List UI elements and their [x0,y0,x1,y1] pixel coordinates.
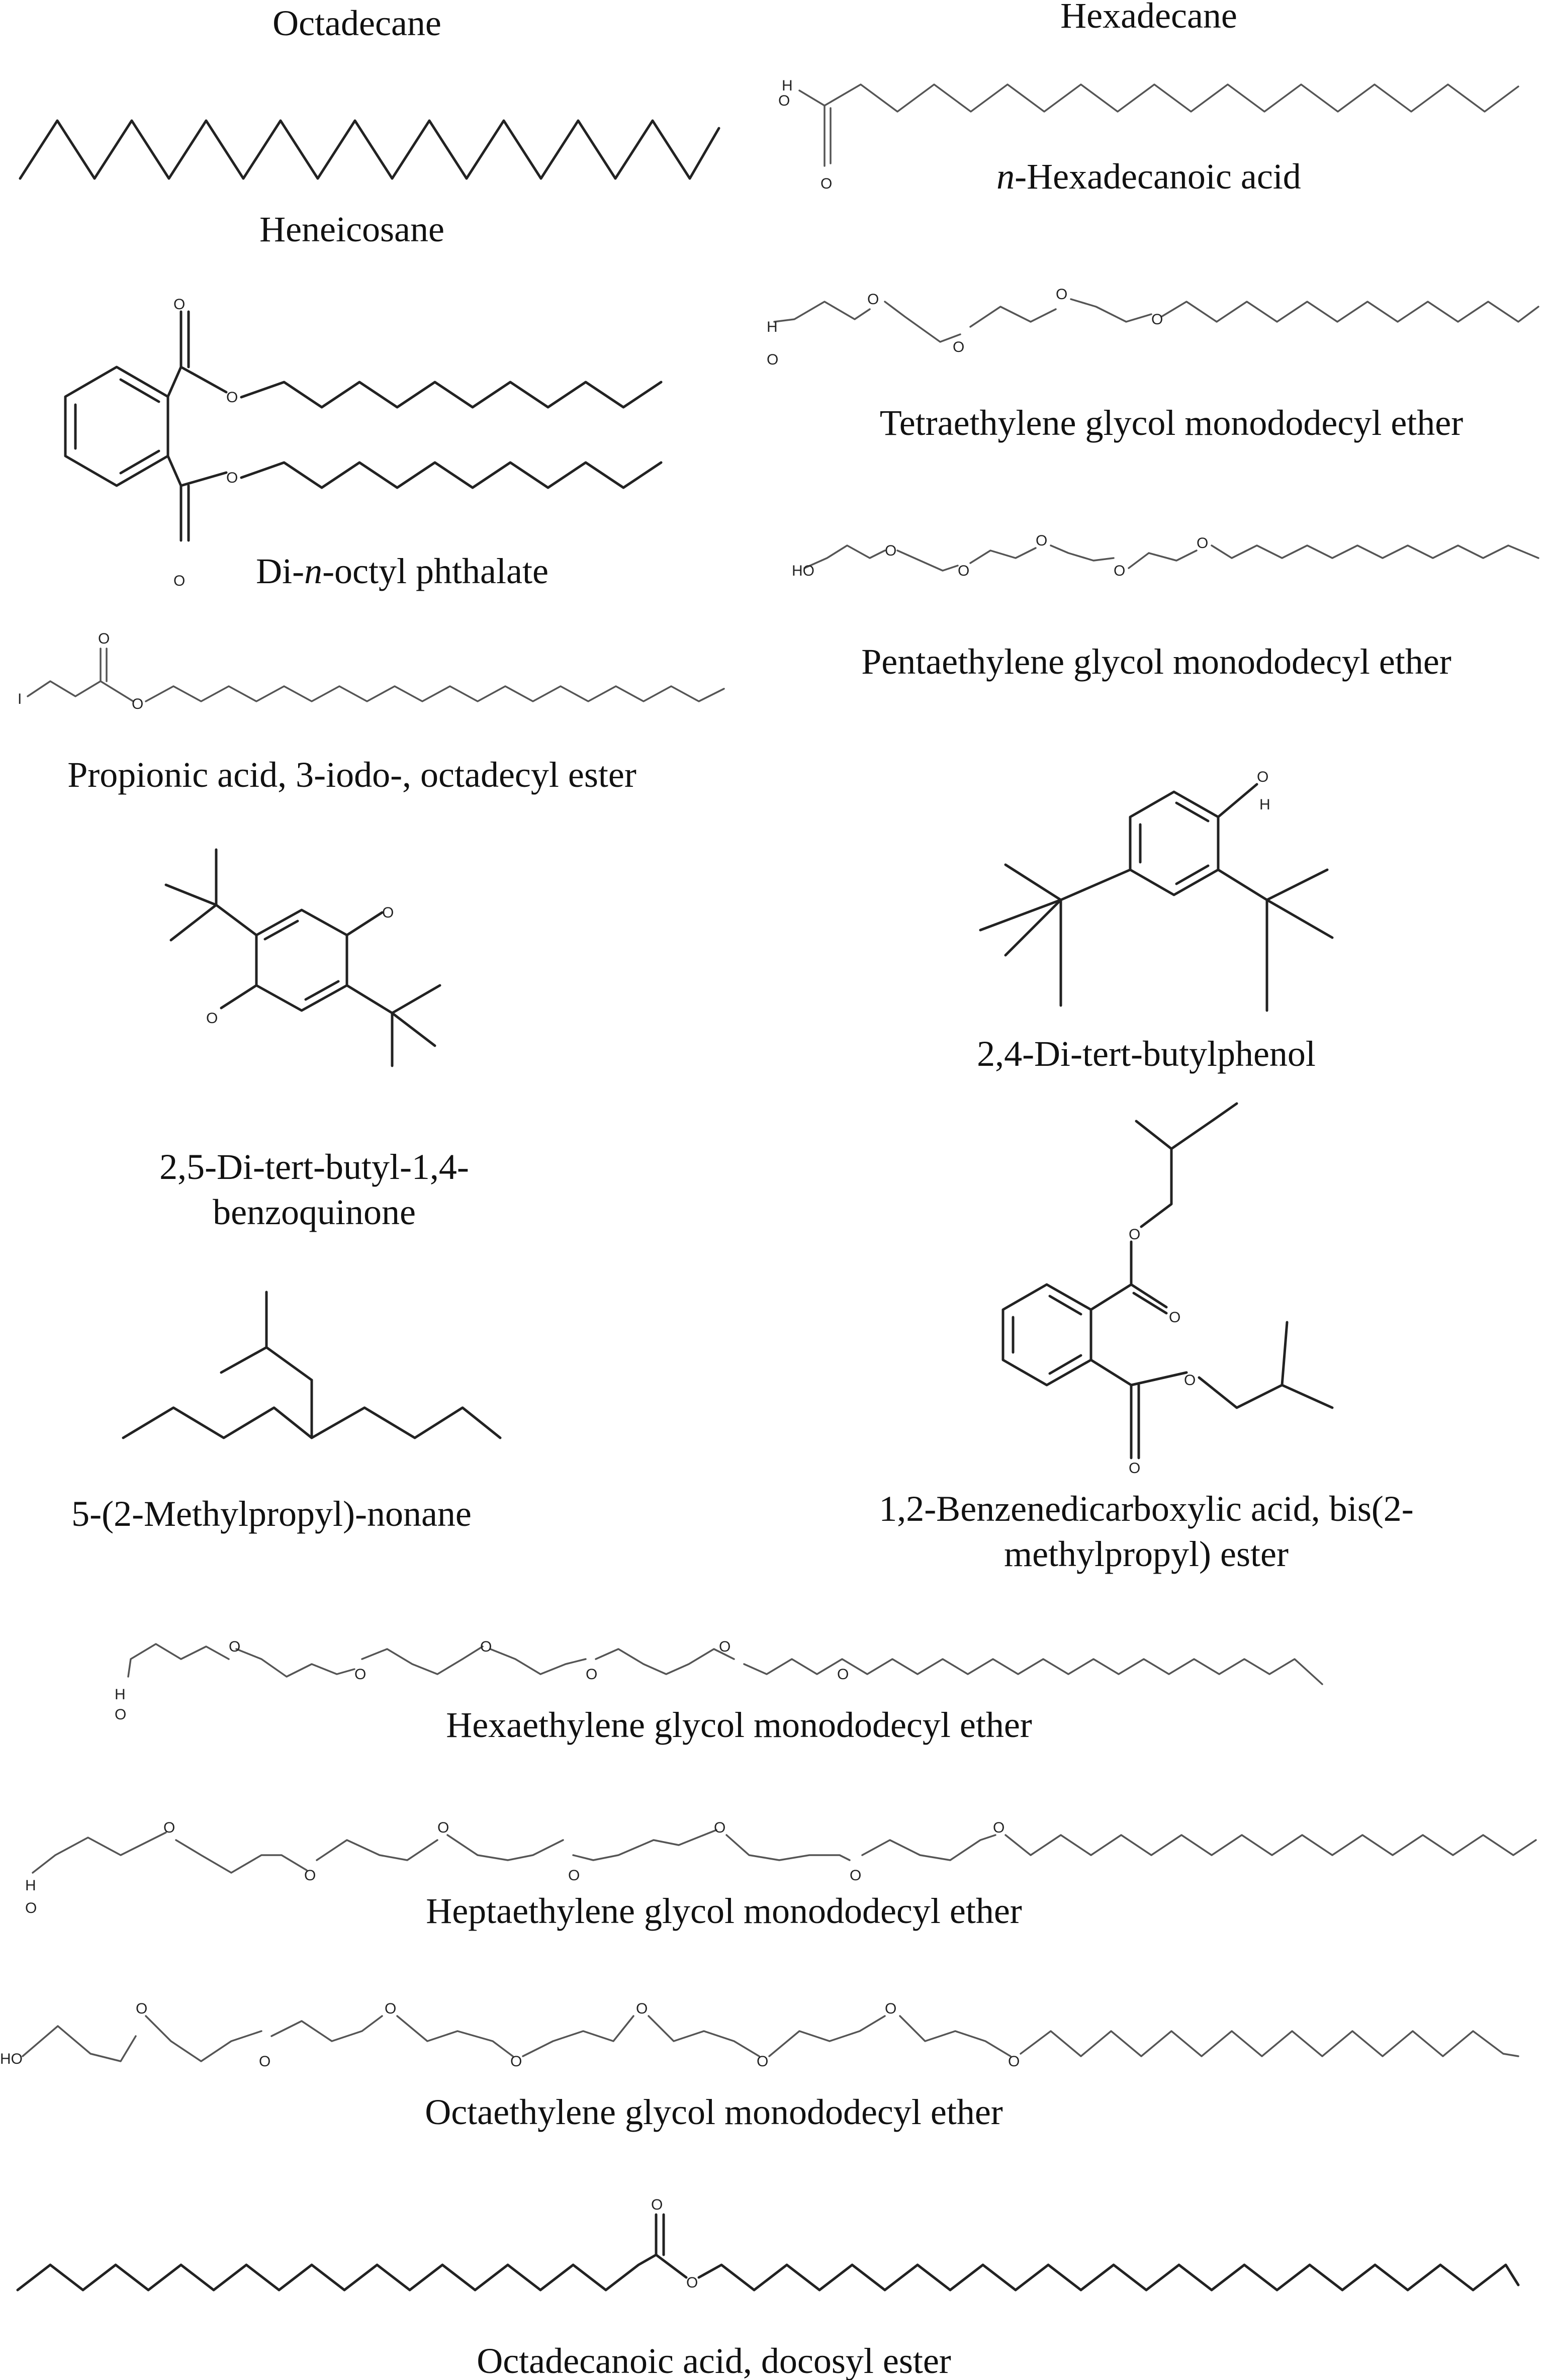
atom-bis-o1: O [1129,1226,1140,1243]
atom-o-e: O [1151,311,1163,328]
atom-o-2: O [226,389,238,406]
atom-hepta-o4: O [568,1867,580,1884]
dtb-quinone-structure: O O [164,848,441,1067]
atom-o-3: O [226,470,238,486]
atom-docosyl-o2: O [686,2274,698,2291]
label-dtb-quinone-2: benzoquinone [213,1192,416,1232]
atom-octa-o3: O [385,2000,396,2017]
atom-octa-o2: O [259,2053,270,2070]
atom-hepta-o6: O [850,1867,861,1884]
atom-hexa-o6: O [837,1666,849,1683]
label-heptaethylene: Heptaethylene glycol monododecyl ether [426,1891,1022,1931]
atom-o-h: O [1036,532,1047,549]
docosyl-ester-structure: O O [16,2196,1520,2292]
label-dtb-phenol: 2,4-Di-tert-butylphenol [977,1034,1316,1074]
atom-o-c: O [953,339,964,355]
atom-hexa-h: H [115,1686,126,1703]
atom-hexa-o2: O [354,1666,366,1683]
label-octadecane: Octadecane [272,3,441,43]
atom-hepta-o5: O [714,1819,725,1836]
label-bis-ester-2: methylpropyl) ester [1004,1534,1289,1574]
label-tetraethylene: Tetraethylene glycol monododecyl ether [880,403,1464,443]
label-bis-ester-1: 1,2-Benzenedicarboxylic acid, bis(2- [879,1489,1414,1529]
label-docosyl-ester: Octadecanoic acid, docosyl ester [477,2341,951,2380]
label-iodo-ester: Propionic acid, 3-iodo-, octadecyl ester [67,755,636,795]
label-dioctyl-phthalate: Di-n-octyl phthalate [256,551,549,591]
atom-hepta-o3: O [437,1819,449,1836]
octadecane-structure [19,119,720,180]
atom-docosyl-o1: O [651,2196,663,2213]
atom-octa-o1: O [136,2000,147,2017]
tetraethylene-structure: H O O O O O [767,286,1539,368]
atom-hepta-h: H [25,1877,36,1894]
atom-bis-o2: O [1169,1309,1180,1326]
label-methylpropyl-nonane: 5-(2-Methylpropyl)-nonane [71,1494,472,1534]
atom-o-j: O [1197,535,1208,552]
atom-bis-o4: O [1129,1460,1140,1477]
atom-hepta-ho: O [25,1900,37,1916]
label-pentaethylene: Pentaethylene glycol monododecyl ether [861,642,1451,682]
atom-hepta-o1: O [163,1819,175,1836]
hexadecanoic-acid-structure: H O O [778,77,1519,192]
atom-o-f: O [885,542,896,559]
atom-octa-o6: O [757,2053,768,2070]
atom-iodine: I [18,691,22,707]
octaethylene-structure: HO O O O O O O O O [0,2000,1519,2070]
atom-hexa-o5: O [719,1638,731,1655]
atom-o-carbonyl: O [820,175,832,192]
label-hexadecane: Hexadecane [1060,0,1237,36]
atom-hexa-o3: O [480,1638,492,1655]
atom-o-l: O [132,696,143,712]
atom-phenol-o: O [1257,769,1268,785]
atom-o-4: O [173,573,185,589]
label-hexaethylene: Hexaethylene glycol monododecyl ether [446,1705,1032,1745]
atom-hexa-o4: O [586,1666,597,1683]
atom-o-i: O [1114,563,1125,579]
atom-quinone-o1: O [382,904,394,921]
atom-bis-o3: O [1184,1372,1196,1389]
atom-ho-2: HO [792,563,814,579]
atom-hepta-o7: O [993,1819,1005,1836]
atom-o-b: O [867,291,879,308]
bis-ester-structure: O O O O [1001,1102,1334,1477]
atom-o-d: O [1056,286,1067,303]
atom-octa-ho: HO [0,2051,23,2067]
atom-o-g: O [958,563,969,579]
atom-octa-o5: O [636,2000,648,2017]
label-heneicosane: Heneicosane [259,209,444,249]
hexaethylene-structure: H O O O O O O O [115,1638,1323,1723]
atom-octa-o4: O [510,2053,522,2070]
label-hexadecanoic-acid: n-Hexadecanoic acid [996,156,1301,197]
atom-o-k: O [98,630,110,647]
atom-octa-o7: O [885,2000,896,2017]
atom-hexa-ho: O [115,1706,126,1723]
atom-o-hydroxyl-2: O [778,93,790,109]
atom-phenol-h: H [1259,796,1270,813]
pentaethylene-structure: HO O O O O O [792,532,1539,579]
methylpropyl-nonane-structure [122,1291,502,1439]
atom-hexa-o1: O [229,1638,240,1655]
atom-hepta-o2: O [304,1867,316,1884]
label-octaethylene: Octaethylene glycol monododecyl ether [425,2092,1003,2132]
heptaethylene-structure: H O O O O O O O O [25,1819,1537,1916]
iodo-ester-structure: I O O [18,630,725,712]
atom-ho: H [767,319,778,335]
dioctyl-phthalate-structure: O O O O [64,296,663,589]
dtb-phenol-structure: O H [979,769,1334,1012]
atom-o-1: O [173,296,185,313]
label-dtb-quinone-1: 2,5-Di-tert-butyl-1,4- [159,1147,469,1187]
atom-o-a: O [767,351,778,368]
atom-o-hydroxyl: H [782,77,793,94]
atom-quinone-o2: O [206,1010,218,1027]
atom-octa-o8: O [1008,2053,1020,2070]
